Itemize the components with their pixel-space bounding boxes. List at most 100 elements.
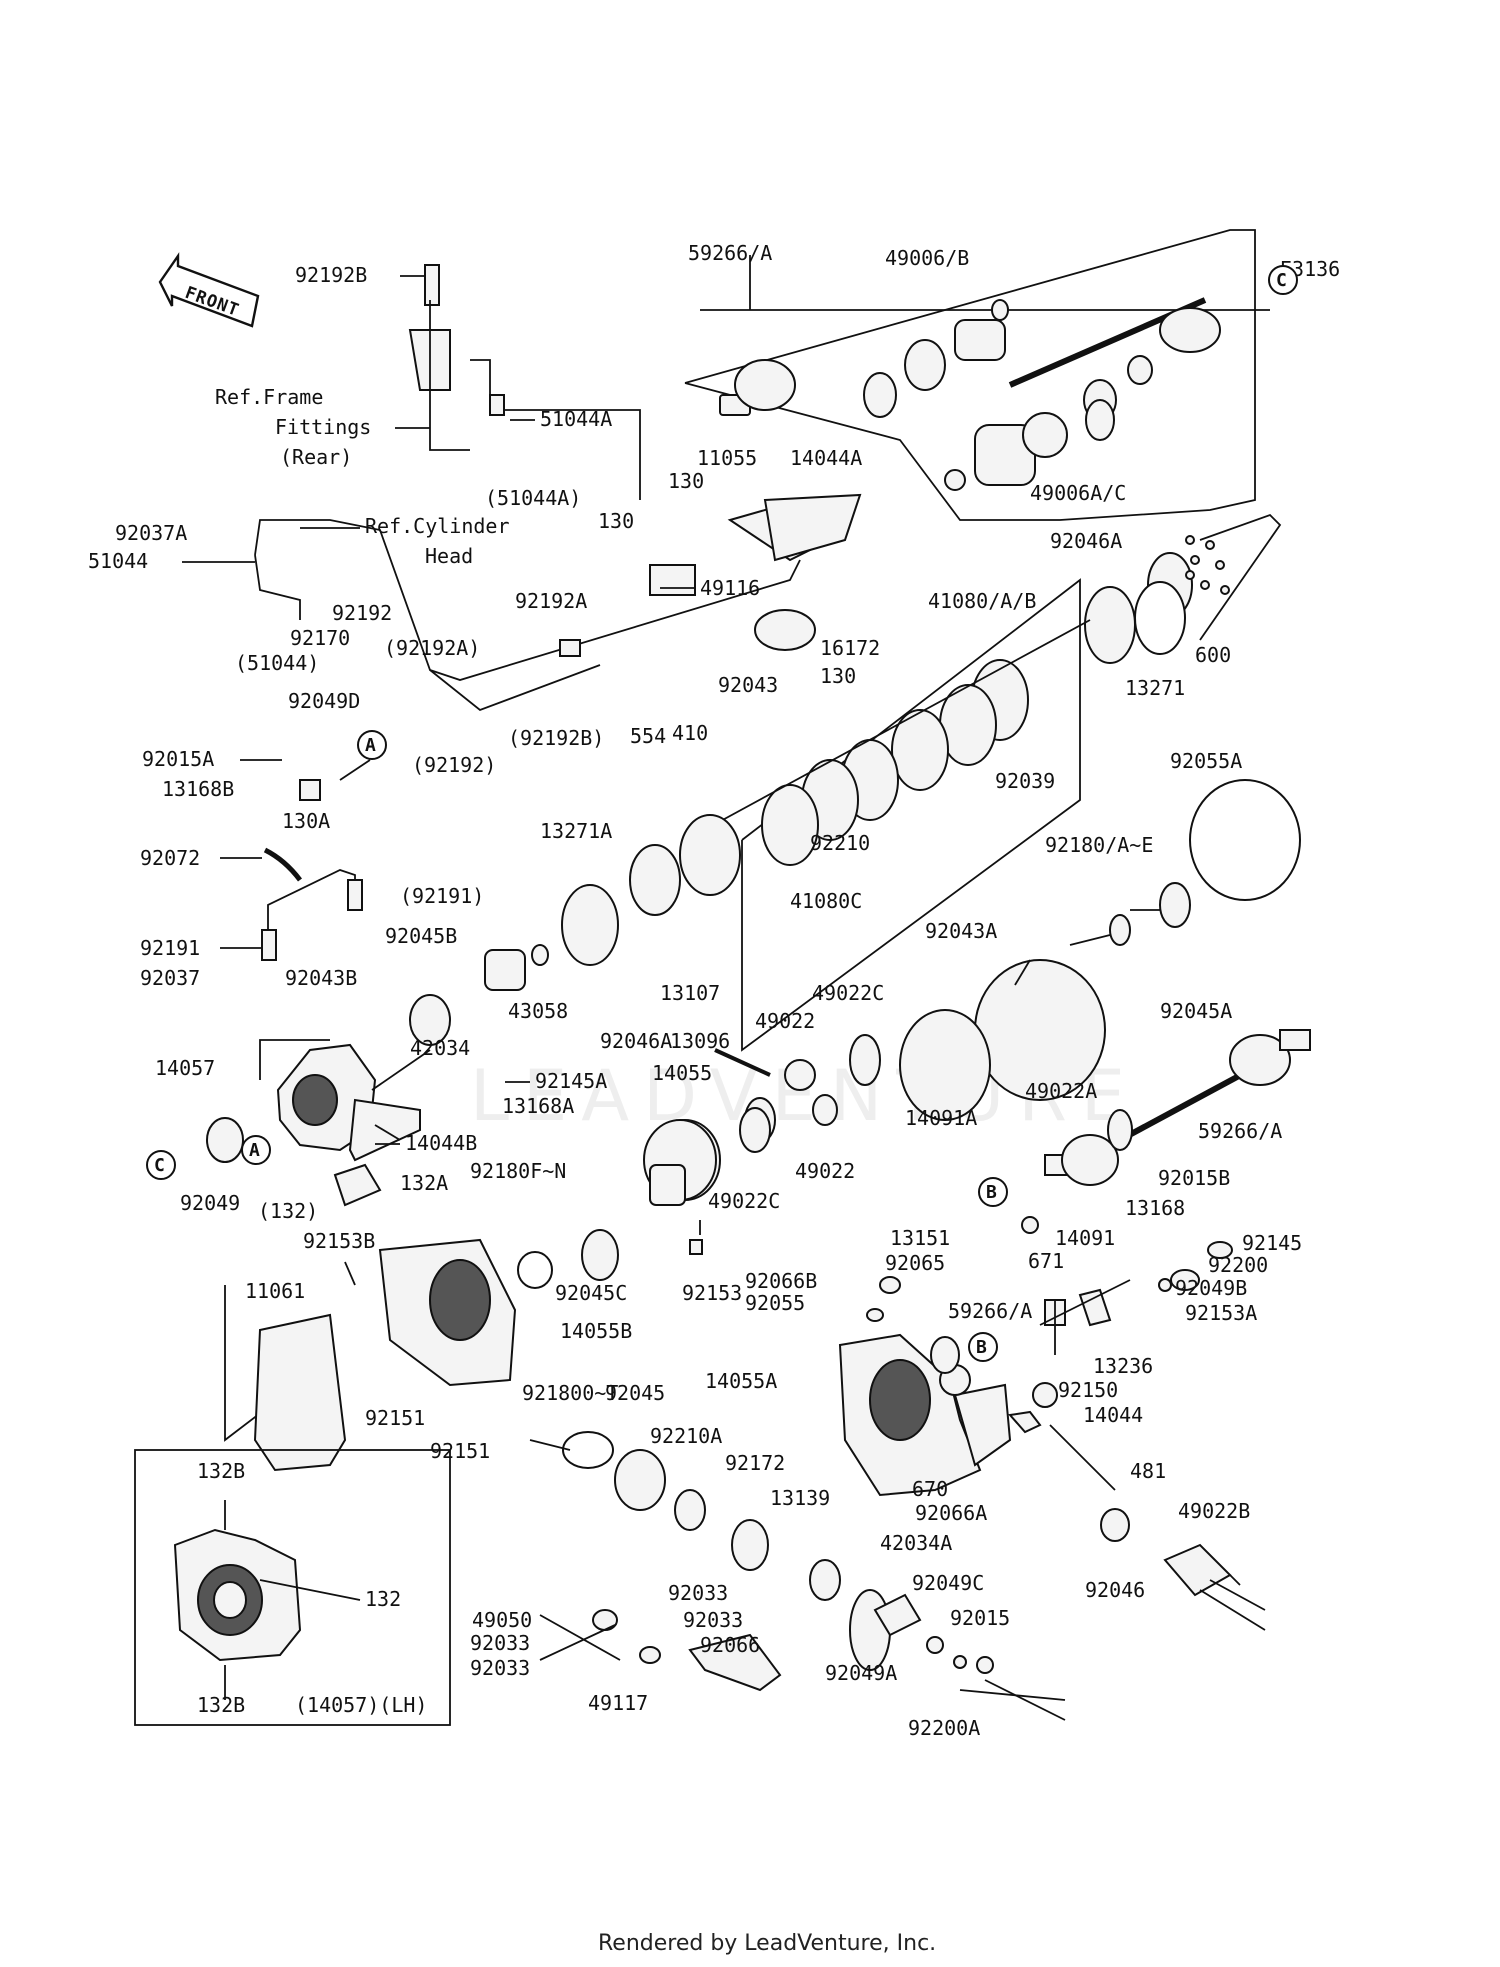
- part-label: 92015A: [142, 747, 214, 771]
- part-label: (92192A): [384, 636, 480, 660]
- part-label: 92049: [180, 1191, 240, 1215]
- part-label: 92033: [470, 1631, 530, 1655]
- part-label: 14044B: [405, 1131, 477, 1155]
- part-label: 92049C: [912, 1571, 984, 1595]
- part-label: 481: [1130, 1459, 1166, 1483]
- part-label: 14091: [1055, 1226, 1115, 1250]
- callout-B-1: B: [978, 1177, 1008, 1207]
- part-label: 13271A: [540, 819, 612, 843]
- part-label: 13107: [660, 981, 720, 1005]
- callout-A-2: A: [241, 1135, 271, 1165]
- part-label: 130A: [282, 809, 330, 833]
- part-label: (132): [258, 1199, 318, 1223]
- inset-frame: [134, 1449, 451, 1726]
- part-label: 92033: [668, 1581, 728, 1605]
- inset-label: (14057)(LH): [295, 1693, 427, 1717]
- part-label: 92145: [1242, 1231, 1302, 1255]
- part-label: 49006/B: [885, 246, 969, 270]
- svg-text:C: C: [1276, 270, 1287, 291]
- part-label: 554: [630, 724, 666, 748]
- part-label: 49022: [795, 1159, 855, 1183]
- ref-frame-2: Fittings: [275, 415, 371, 439]
- part-label: 600: [1195, 643, 1231, 667]
- frame-fitting: [408, 264, 641, 500]
- part-label: 92066: [700, 1633, 760, 1657]
- part-label: 92150: [1058, 1378, 1118, 1402]
- axle-shaft-top: [719, 297, 1221, 491]
- part-label: 14044: [1083, 1403, 1143, 1427]
- svg-text:B: B: [976, 1337, 987, 1358]
- part-label: 14055: [652, 1061, 712, 1085]
- part-label: 92043: [718, 673, 778, 697]
- callout-C-2: C: [146, 1150, 176, 1180]
- svg-text:A: A: [365, 735, 376, 756]
- part-label: 92151: [430, 1439, 490, 1463]
- part-label: 11055: [697, 446, 757, 470]
- part-label: 92049D: [288, 689, 360, 713]
- part-label: 132: [365, 1587, 401, 1611]
- part-label: 13271: [1125, 676, 1185, 700]
- part-label: 92172: [725, 1451, 785, 1475]
- part-label: 92033: [470, 1656, 530, 1680]
- part-label: 92191: [140, 936, 200, 960]
- part-label: 14057: [155, 1056, 215, 1080]
- part-label: (92191): [400, 884, 484, 908]
- part-label: 92045C: [555, 1281, 627, 1305]
- part-label: 92055A: [1170, 749, 1242, 773]
- part-label: 16172: [820, 636, 880, 660]
- part-label: 13236: [1093, 1354, 1153, 1378]
- part-label: 92153: [682, 1281, 742, 1305]
- axle-shaft-right: [1044, 1029, 1311, 1186]
- part-label: 92043A: [925, 919, 997, 943]
- part-label: 92049A: [825, 1661, 897, 1685]
- footer-credit: Rendered by LeadVenture, Inc.: [598, 1931, 936, 1956]
- part-label: 92015B: [1158, 1166, 1230, 1190]
- part-label: 410: [672, 721, 708, 745]
- part-label: 92200: [1208, 1253, 1268, 1277]
- part-label: 49022B: [1178, 1499, 1250, 1523]
- ref-frame-3: (Rear): [280, 445, 352, 469]
- part-label: 13139: [770, 1486, 830, 1510]
- part-label: 13168: [1125, 1196, 1185, 1220]
- part-label: 92045: [605, 1381, 665, 1405]
- part-label: 92045B: [385, 924, 457, 948]
- part-label: 670: [912, 1477, 948, 1501]
- part-label: 59266/A: [688, 241, 772, 265]
- part-labels: 59266/A 49006/B 92192B 51044A 49006A/C (…: [88, 241, 1302, 1740]
- part-label: 92046: [1085, 1578, 1145, 1602]
- part-label: 49022A: [1025, 1079, 1097, 1103]
- ref-cyl-2: Head: [425, 544, 473, 568]
- part-label: (51044): [235, 651, 319, 675]
- part-label: 132A: [400, 1171, 448, 1195]
- part-label: 11061: [245, 1279, 305, 1303]
- part-label: 92039: [995, 769, 1055, 793]
- part-label: 92072: [140, 846, 200, 870]
- front-arrow-icon: FRONT: [158, 252, 260, 328]
- part-label: 41080/A/B: [928, 589, 1036, 613]
- part-label: 92066B: [745, 1269, 817, 1293]
- part-label: 13151: [890, 1226, 950, 1250]
- part-label: 92043B: [285, 966, 357, 990]
- housing-14057: [206, 1043, 421, 1207]
- part-label: 130: [598, 509, 634, 533]
- part-label: 59266/A: [948, 1299, 1032, 1323]
- part-label: 42034A: [880, 1531, 952, 1555]
- part-label: 130: [820, 664, 856, 688]
- part-label: 49050: [472, 1608, 532, 1632]
- part-label: 92180/A~E: [1045, 833, 1153, 857]
- callout-B-2: B: [968, 1332, 998, 1362]
- part-label: 92192A: [515, 589, 587, 613]
- part-label: 92049B: [1175, 1276, 1247, 1300]
- part-label: 92037: [140, 966, 200, 990]
- part-label: 92015: [950, 1606, 1010, 1630]
- part-label: 92033: [683, 1608, 743, 1632]
- part-label: 42034: [410, 1036, 470, 1060]
- part-label: 49022C: [708, 1189, 780, 1213]
- part-label: 14044A: [790, 446, 862, 470]
- part-label: 92180F~N: [470, 1159, 566, 1183]
- part-label: 41080C: [790, 889, 862, 913]
- part-label: 14055B: [560, 1319, 632, 1343]
- part-label: (92192B): [508, 726, 604, 750]
